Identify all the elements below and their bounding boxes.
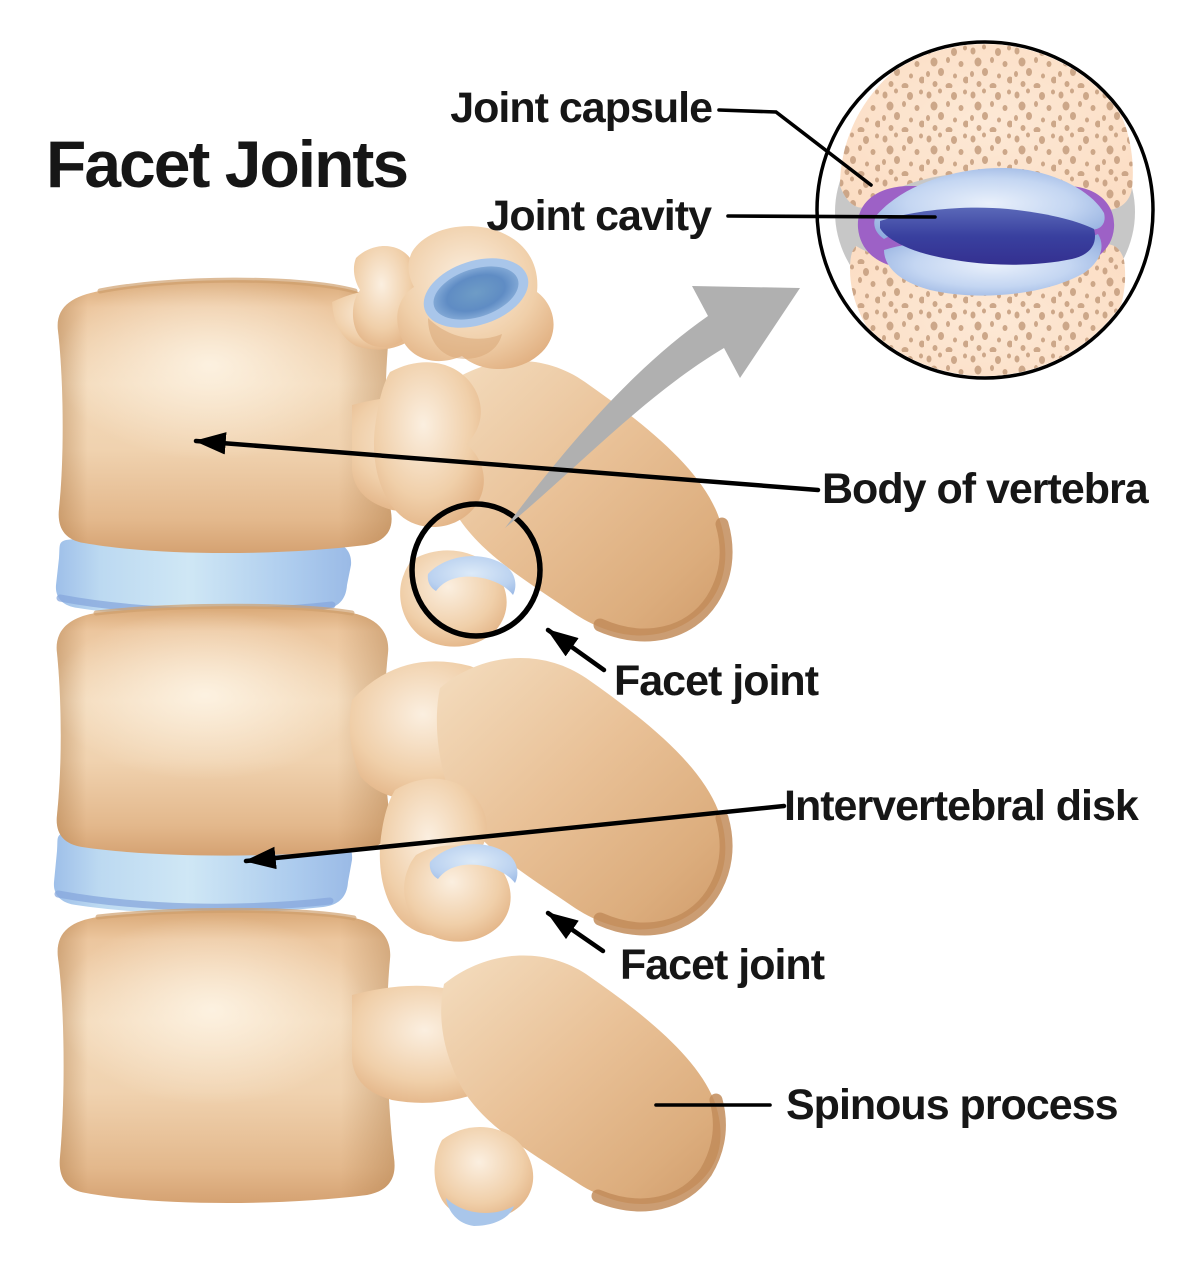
facet-joint-cartilage-lower — [429, 844, 518, 883]
label-joint-cavity: Joint cavity — [486, 192, 712, 240]
label-body-of-vertebra: Body of vertebra — [822, 465, 1149, 513]
leader-joint-cavity — [726, 214, 937, 219]
leader-intervertebral-disk — [243, 803, 787, 870]
joint-cavity-shape — [880, 207, 1096, 265]
leader-joint-capsule — [717, 108, 873, 187]
zoom-arrow — [505, 286, 800, 528]
spinous-process-1 — [434, 360, 733, 642]
label-intervertebral-disk: Intervertebral disk — [784, 782, 1139, 830]
leader-facet-joint-upper — [545, 627, 607, 673]
cut-process-cartilage — [423, 258, 529, 328]
leader-body-of-vertebra — [193, 432, 821, 493]
label-facet-joint-upper: Facet joint — [614, 657, 819, 705]
page-title: Facet Joints — [46, 127, 409, 201]
leader-lines — [193, 108, 937, 1107]
leader-facet-joint-lower — [545, 910, 606, 954]
facet-joint-cartilage-upper — [427, 556, 516, 595]
facet-joint-inset — [815, 40, 1155, 380]
articular-processes — [352, 226, 554, 1226]
bottom-process-cartilage — [446, 1198, 514, 1226]
label-spinous-process: Spinous process — [786, 1081, 1118, 1129]
vertebra-body-2 — [50, 603, 391, 856]
facet-joint-highlight-circle — [409, 501, 543, 639]
vertebra-body-1 — [55, 270, 392, 554]
label-joint-capsule: Joint capsule — [450, 84, 713, 132]
label-facet-joint-lower: Facet joint — [620, 941, 825, 989]
spinous-process-3 — [441, 955, 726, 1212]
vertebra-body-3 — [57, 907, 395, 1204]
